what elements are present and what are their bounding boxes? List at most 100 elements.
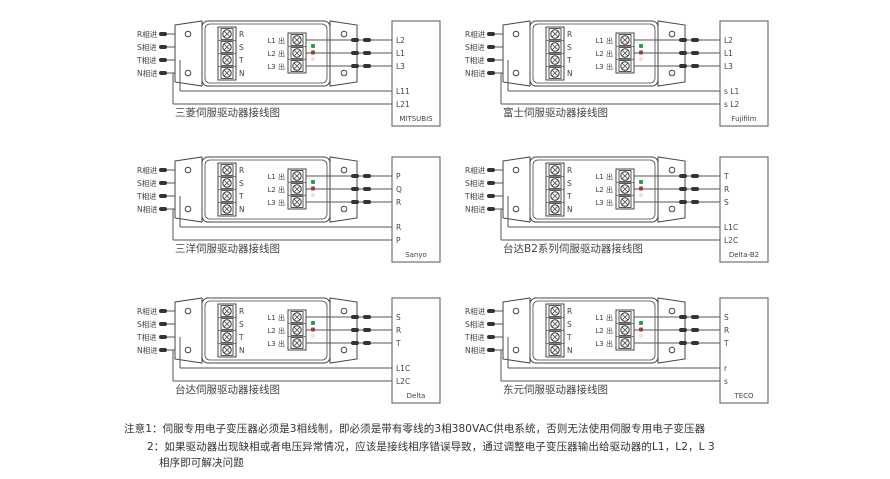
driver-control-terminal-label: P [396, 236, 401, 245]
screw-terminal-icon [548, 54, 562, 66]
connector-plug-icon [351, 328, 359, 332]
input-terminal-label: R [567, 307, 572, 316]
output-terminal-label: L1 出 [267, 172, 285, 181]
connector-plug-icon [363, 187, 371, 191]
screw-terminal-icon [220, 164, 234, 176]
connector-plug-icon [351, 38, 359, 42]
driver-control-terminal-label: L1C [724, 223, 738, 232]
input-phase-label: T相进 [464, 55, 485, 65]
screw-terminal-icon [220, 54, 234, 66]
screw-terminal-icon [290, 60, 304, 72]
driver-main-terminal-label: T [723, 172, 729, 181]
input-phase-label: S相进 [465, 319, 485, 329]
connector-plug-icon [487, 58, 495, 62]
screw-terminal-icon [290, 337, 304, 349]
driver-main-terminal-label: R [724, 326, 729, 335]
input-terminal-label: N [239, 346, 245, 355]
driver-box-outline [391, 156, 441, 263]
output-terminal-label: L1 出 [267, 313, 285, 322]
connector-plug-icon [363, 174, 371, 178]
output-terminal-label: L1 出 [595, 172, 613, 181]
input-phase-label: R相进 [137, 29, 158, 39]
mounting-hole-icon [512, 69, 520, 77]
screw-terminal-icon [548, 344, 562, 356]
connector-plug-icon [691, 51, 699, 55]
connector-plug-icon [487, 207, 495, 211]
mounting-hole-icon [184, 69, 192, 77]
mounting-hole-icon [184, 205, 192, 213]
screw-terminal-icon [290, 170, 304, 182]
led-green-icon [311, 44, 315, 48]
driver-control-terminal-label: r [724, 364, 728, 373]
screw-terminal-icon [220, 177, 234, 189]
output-terminal-label: L3 出 [595, 339, 613, 348]
input-terminal-label: N [239, 205, 245, 214]
input-terminal-label: T [566, 192, 572, 201]
driver-control-terminal-label: s L1 [724, 87, 739, 96]
input-terminal-label: N [239, 69, 245, 78]
connector-plug-icon [691, 38, 699, 42]
driver-main-terminal-label: L3 [396, 62, 405, 71]
driver-main-terminal-label: P [396, 172, 401, 181]
screw-terminal-icon [618, 47, 632, 59]
input-terminal-label: R [239, 307, 244, 316]
connector-plug-icon [159, 207, 167, 211]
screw-terminal-icon [220, 344, 234, 356]
mounting-hole-icon [340, 30, 348, 38]
mounting-hole-icon [512, 205, 520, 213]
input-phase-label: T相进 [464, 332, 485, 342]
mounting-hole-icon [340, 205, 348, 213]
driver-main-terminal-label: L2 [396, 36, 405, 45]
mounting-hole-icon [668, 307, 676, 315]
connector-plug-icon [487, 348, 495, 352]
input-terminal-label: S [239, 320, 244, 329]
screw-terminal-icon [220, 41, 234, 53]
input-terminal-label: N [567, 69, 573, 78]
screw-terminal-icon [618, 196, 632, 208]
driver-brand-label: TECO [733, 392, 754, 400]
connector-plug-icon [691, 341, 699, 345]
connector-plug-icon [351, 51, 359, 55]
output-terminal-label: L1 出 [595, 36, 613, 45]
output-terminal-label: L3 出 [267, 62, 285, 71]
driver-box-outline [719, 20, 769, 127]
mounting-hole-icon [184, 346, 192, 354]
screw-terminal-icon [290, 47, 304, 59]
mounting-hole-icon [668, 346, 676, 354]
connector-plug-icon [363, 38, 371, 42]
screw-terminal-icon [548, 190, 562, 202]
input-terminal-label: T [566, 56, 572, 65]
output-terminal-label: L2 出 [595, 326, 613, 335]
driver-main-terminal-label: S [724, 313, 729, 322]
driver-control-terminal-label: L21 [396, 100, 410, 109]
input-phase-label: T相进 [136, 191, 157, 201]
input-terminal-label: T [238, 192, 244, 201]
output-terminal-label: L1 出 [267, 36, 285, 45]
connector-plug-icon [487, 322, 495, 326]
output-terminal-label: L2 出 [267, 326, 285, 335]
input-phase-label: N相进 [137, 345, 158, 355]
input-phase-label: N相进 [465, 204, 486, 214]
input-terminal-label: S [239, 43, 244, 52]
connector-plug-icon [487, 71, 495, 75]
mounting-flange-left [174, 297, 203, 364]
driver-control-terminal-label: R [396, 223, 401, 232]
connector-plug-icon [487, 168, 495, 172]
input-terminal-label: S [567, 320, 572, 329]
screw-terminal-icon [548, 331, 562, 343]
screw-terminal-icon [220, 67, 234, 79]
mounting-flange-left [174, 20, 203, 87]
input-phase-label: S相进 [465, 178, 485, 188]
output-terminal-label: L3 出 [595, 62, 613, 71]
mounting-flange-left [174, 156, 203, 223]
connector-plug-icon [679, 341, 687, 345]
input-phase-label: S相进 [137, 178, 157, 188]
input-terminal-label: S [567, 179, 572, 188]
diagram-caption: 三洋伺服驱动器接线图 [175, 242, 280, 255]
